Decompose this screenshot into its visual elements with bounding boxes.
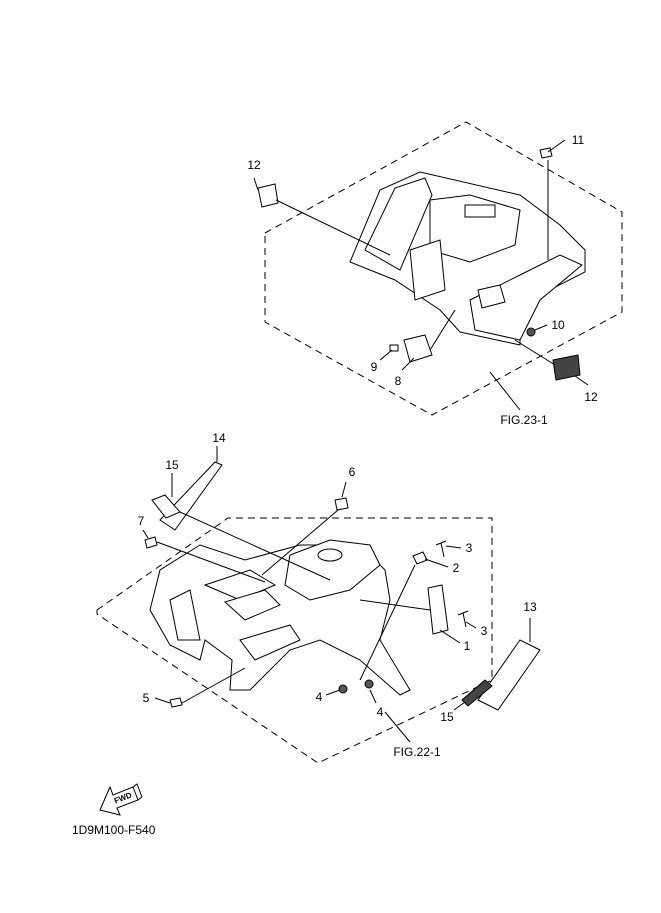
nut-10 xyxy=(526,327,536,337)
decal-15-right xyxy=(461,679,493,707)
callout-4: 4 xyxy=(315,690,323,704)
figure-ref-23-1: FIG.23-1 xyxy=(500,413,548,427)
fwd-arrow-icon xyxy=(99,783,143,816)
rivet-3-upper xyxy=(435,540,447,558)
panel-1 xyxy=(427,584,449,635)
callout-11: 11 xyxy=(571,133,585,147)
callout-12: 12 xyxy=(247,158,261,172)
label-6-part xyxy=(334,497,349,511)
front-fender-assembly-boundary xyxy=(96,517,493,764)
callout-13: 13 xyxy=(523,600,537,614)
figure-ref-22-1: FIG.22-1 xyxy=(393,745,441,759)
callout-7: 7 xyxy=(137,514,145,528)
callout-4: 4 xyxy=(376,705,384,719)
callout-10: 10 xyxy=(551,318,565,332)
callout-1: 1 xyxy=(463,639,471,653)
emblem-12-lower xyxy=(552,354,581,381)
callout-14: 14 xyxy=(212,431,226,445)
plate-8 xyxy=(403,334,433,363)
deflector-14 xyxy=(159,461,223,531)
plate-2 xyxy=(412,551,428,565)
callout-15: 15 xyxy=(165,458,179,472)
front-fender xyxy=(149,539,411,696)
label-11-part xyxy=(539,147,553,159)
leader-lines-lower xyxy=(142,446,531,743)
label-12-upper-part xyxy=(257,183,279,208)
rear-fender xyxy=(349,171,586,346)
callout-2: 2 xyxy=(452,561,460,575)
nut-4-left xyxy=(338,684,348,694)
part-7 xyxy=(144,536,158,549)
callout-12: 12 xyxy=(584,390,598,404)
drawing-code: 1D9M100-F540 xyxy=(72,823,156,837)
screw-9 xyxy=(389,344,399,352)
callout-3: 3 xyxy=(465,541,473,555)
callout-5: 5 xyxy=(142,691,150,705)
nut-4-right xyxy=(364,679,374,689)
callout-8: 8 xyxy=(394,374,402,388)
label-5-part xyxy=(169,697,183,708)
callout-9: 9 xyxy=(370,360,378,374)
callout-3: 3 xyxy=(480,624,488,638)
rear-fender-assembly-boundary xyxy=(264,121,623,416)
callout-15: 15 xyxy=(440,710,454,724)
callout-6: 6 xyxy=(348,465,356,479)
leader-lines-upper xyxy=(253,139,589,411)
rivet-3-lower xyxy=(457,610,469,628)
emblem-13 xyxy=(477,639,541,711)
